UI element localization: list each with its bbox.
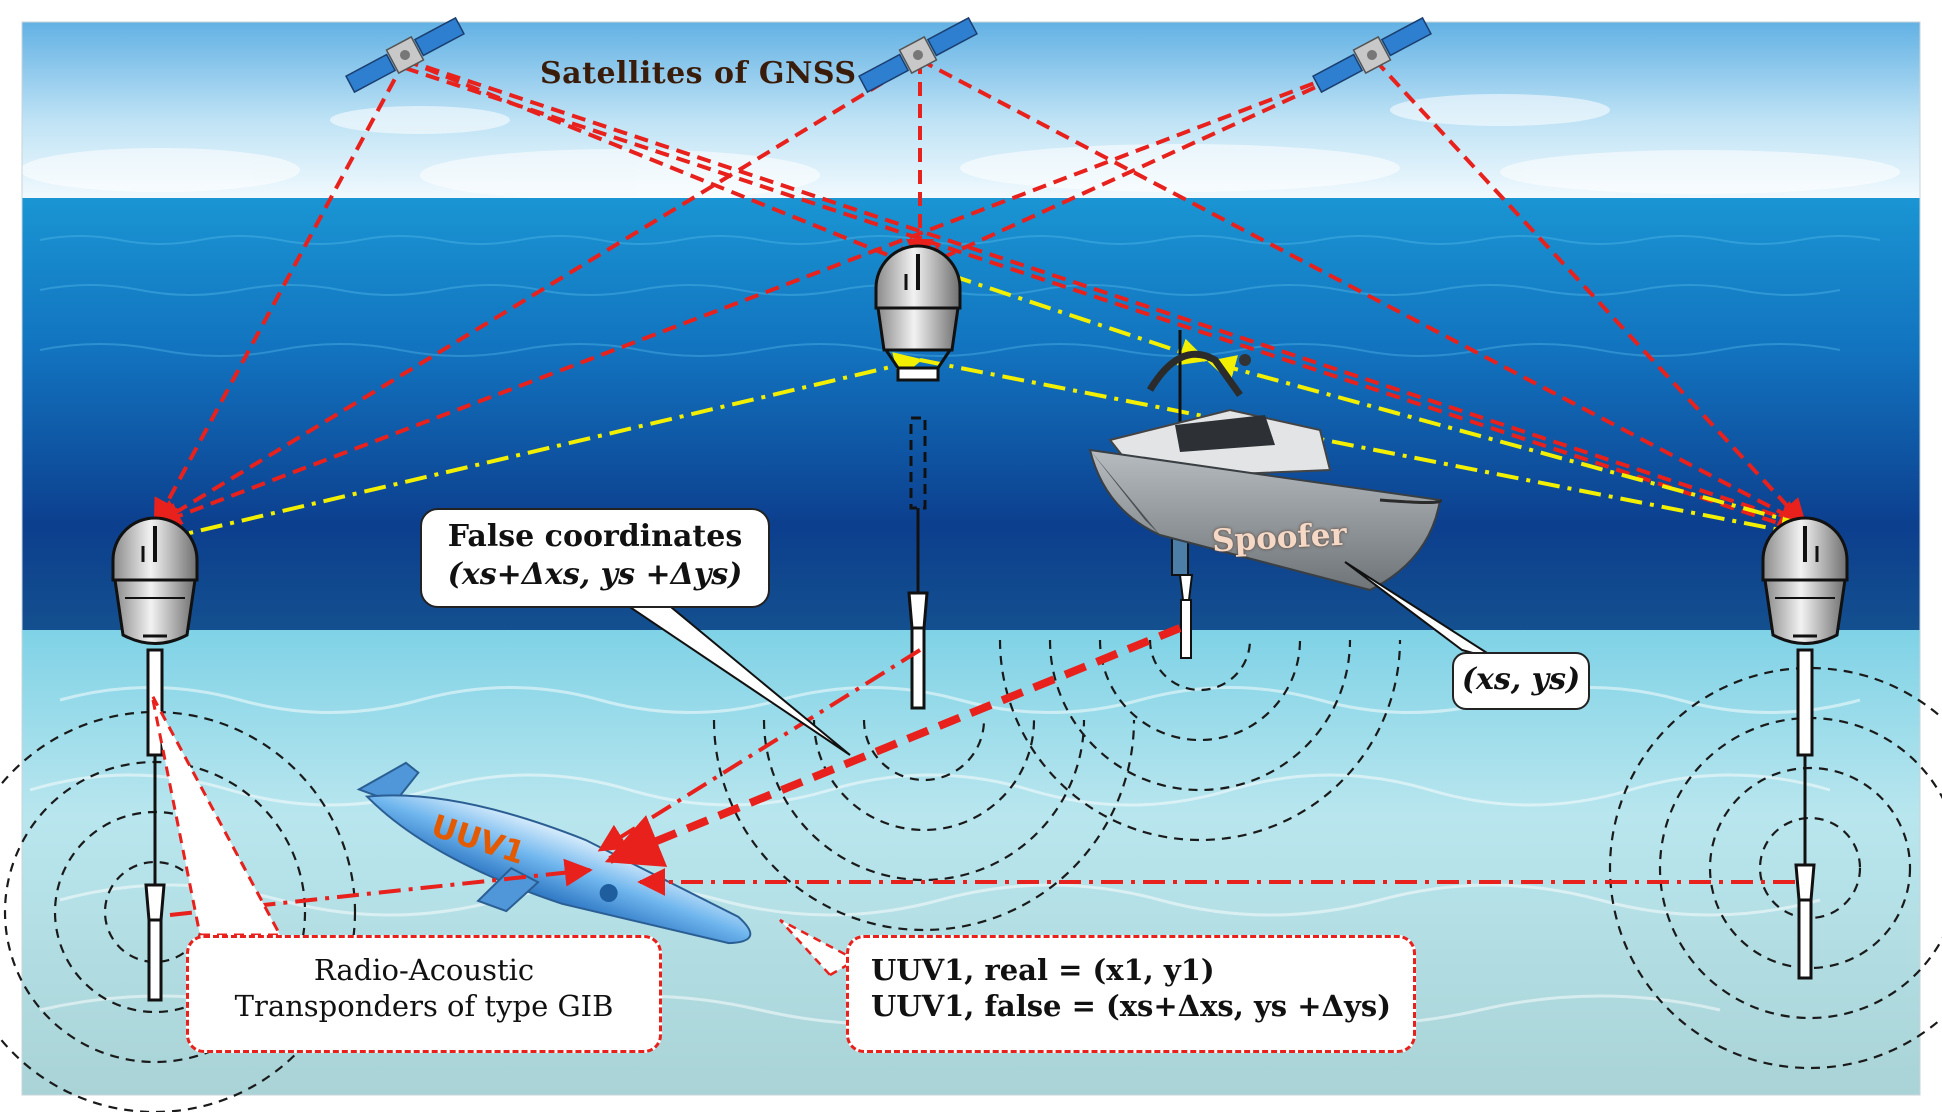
satellite-icon — [345, 16, 465, 94]
acoustic-signal-links — [169, 624, 1795, 917]
callout-pointers — [150, 561, 1499, 977]
gib-radio-links — [159, 273, 1808, 544]
gib-buoy-icon — [111, 516, 199, 1002]
rings-spoofer — [998, 639, 1402, 842]
gib-buoy-icon — [874, 244, 962, 710]
satellites-label: Satellites of GNSS — [540, 56, 857, 91]
uuv-real-coordinates: UUV1, real = (x1, y1) — [871, 953, 1215, 987]
uuv-false-coordinates: UUV1, false = (xs+Δxs, ys +Δys) — [871, 989, 1391, 1024]
false-coordinates-callout: False coordinates (xs+Δxs, ys +Δys) — [420, 508, 770, 608]
satellite-icon — [858, 16, 978, 94]
gib-buoy-icon — [1761, 516, 1849, 980]
uuv-coordinates-pointer — [779, 918, 859, 977]
spoofer-label: Spoofer — [1211, 516, 1348, 560]
spoofer-boat-icon — [1088, 330, 1442, 659]
transponders-line-1: Radio-Acoustic — [313, 953, 535, 987]
transponders-callout: Radio-Acoustic Transponders of type GIB — [186, 935, 662, 1053]
left-gib-to-uuv — [169, 858, 593, 917]
spoofer-coordinates: (xs, ys) — [1461, 662, 1581, 697]
uuv-coordinates-callout: UUV1, real = (x1, y1) UUV1, false = (xs+… — [846, 935, 1416, 1053]
transponders-line-2: Transponders of type GIB — [234, 989, 614, 1024]
gnss-signal-links — [152, 58, 1808, 534]
false-coordinates-title: False coordinates — [447, 519, 743, 554]
satellite-icon — [1312, 16, 1432, 94]
spoofer-coordinates-callout: (xs, ys) — [1452, 652, 1590, 710]
false-coordinates-expression: (xs+Δxs, ys +Δys) — [447, 556, 743, 592]
spoofer-to-uuv — [604, 624, 1182, 867]
